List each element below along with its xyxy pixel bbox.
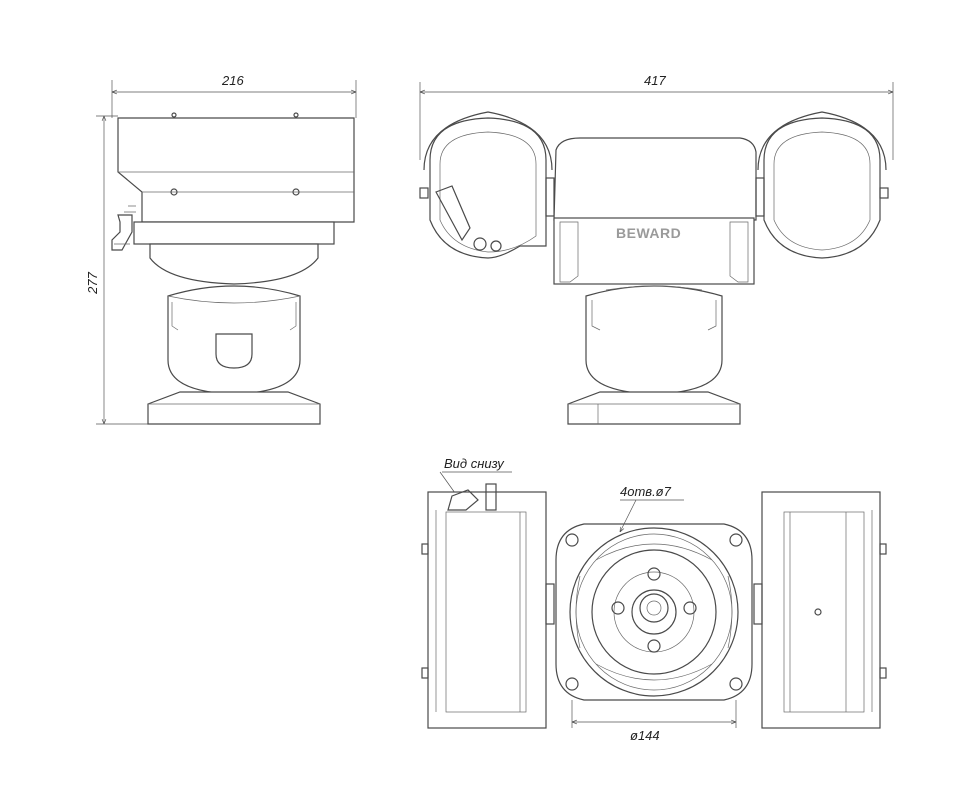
bottom-view: Вид снизу [421,456,887,743]
dimension-diameter-144: ø144 [630,728,660,743]
side-view: 216 277 [85,73,357,425]
dimension-277: 277 [85,271,100,294]
bottom-view-label: Вид снизу [444,456,505,471]
dimension-216: 216 [221,73,244,88]
dimension-417: 417 [644,73,666,88]
front-view: 417 BEWARD [419,73,894,425]
brand-logo-text: BEWARD [616,225,681,241]
holes-label: 4отв.ø7 [620,484,672,499]
